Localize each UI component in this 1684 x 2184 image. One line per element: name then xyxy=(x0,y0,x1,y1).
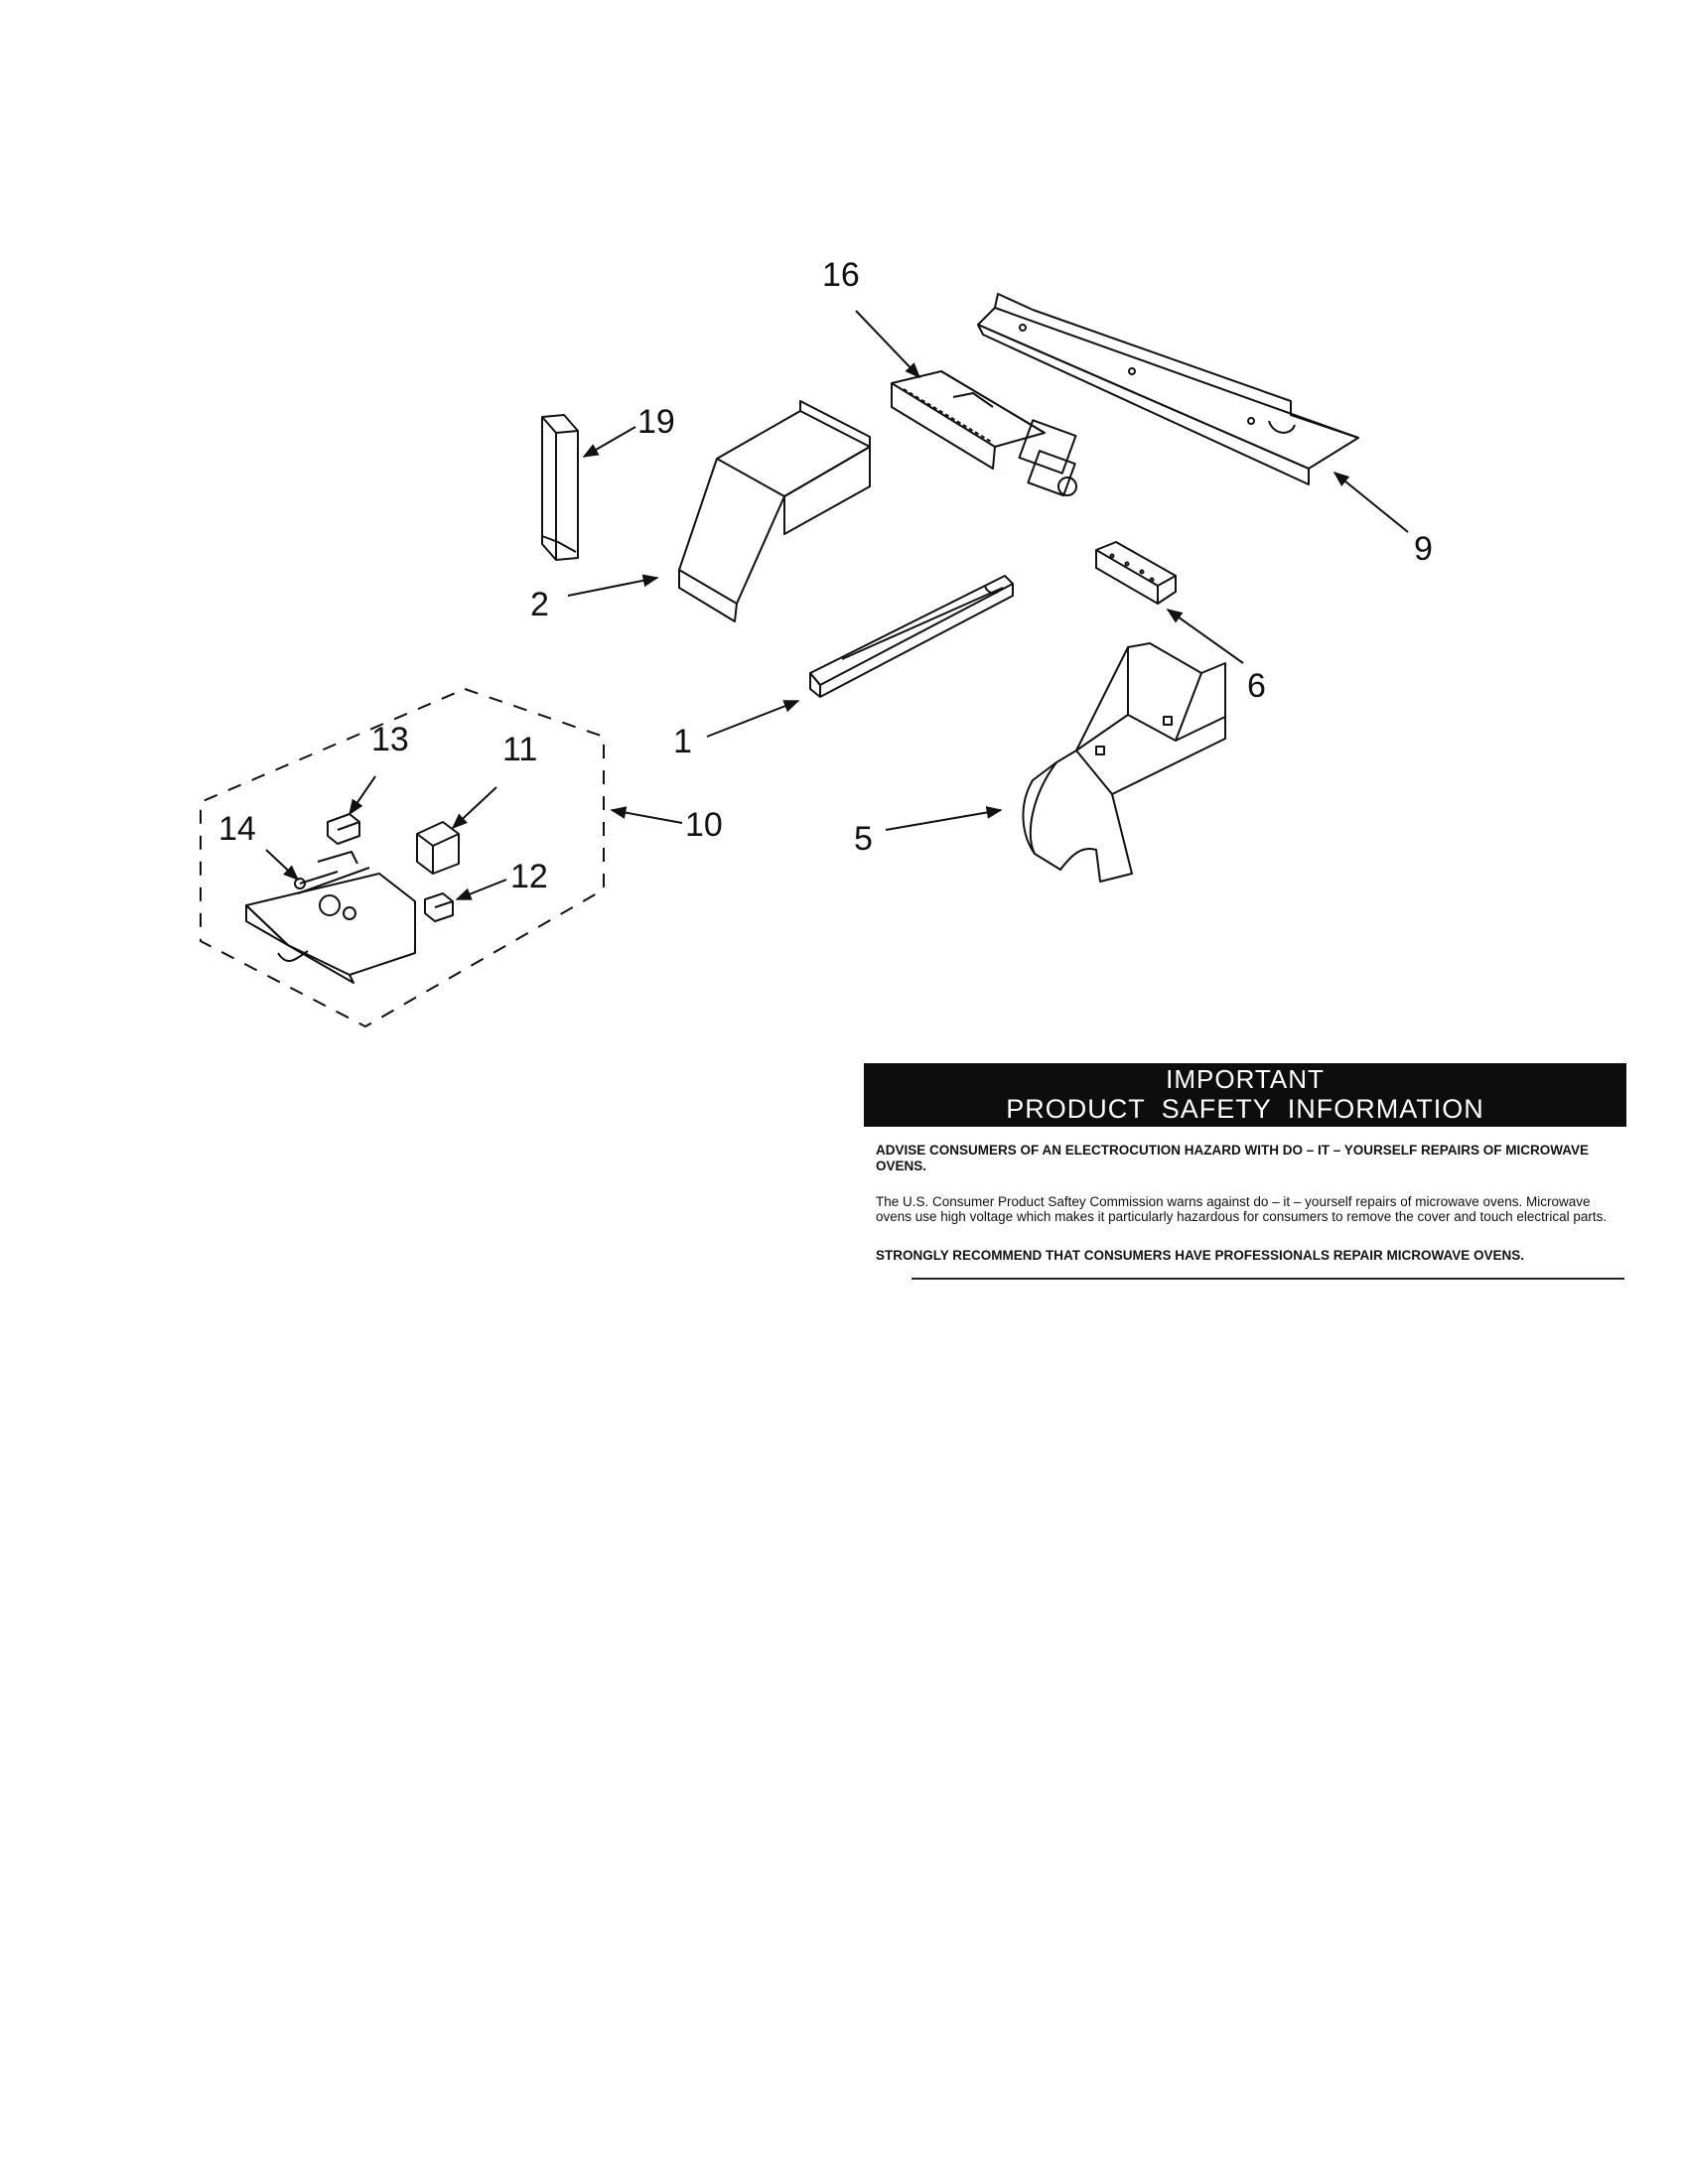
part-12-switch xyxy=(424,892,454,922)
callout-14: 14 xyxy=(218,810,256,848)
safety-recommend-text: STRONGLY RECOMMEND THAT CONSUMERS HAVE P… xyxy=(876,1248,1525,1263)
safety-advise-text: ADVISE CONSUMERS OF AN ELECTROCUTION HAZ… xyxy=(876,1143,1590,1173)
part-10-latch-assembly xyxy=(245,851,416,984)
part-19-vertical-trim xyxy=(541,414,579,561)
safety-heading-important: IMPORTANT xyxy=(1166,1064,1325,1094)
safety-body-text: The U.S. Consumer Product Saftey Commiss… xyxy=(876,1194,1608,1224)
callout-10: 10 xyxy=(685,806,723,844)
safety-heading-bar: IMPORTANT PRODUCT SAFETY INFORMATION xyxy=(864,1063,1626,1127)
callout-13: 13 xyxy=(371,721,409,758)
callout-leaders xyxy=(265,310,1409,900)
callout-16: 16 xyxy=(822,256,860,294)
part-2-air-duct xyxy=(678,400,871,622)
parts-exploded-diagram: 16 19 2 9 6 1 5 13 11 10 14 12 xyxy=(200,256,1433,1027)
callout-9: 9 xyxy=(1414,530,1433,568)
part-14-bracket xyxy=(294,871,339,889)
callout-19: 19 xyxy=(637,403,675,441)
part-9-top-vent-channel xyxy=(977,293,1359,485)
callout-2: 2 xyxy=(530,586,549,623)
safety-divider xyxy=(912,1278,1624,1280)
part-16-control-assembly xyxy=(891,370,1077,497)
callout-6: 6 xyxy=(1247,667,1266,705)
part-1-flat-channel xyxy=(809,575,1014,698)
part-11-switch xyxy=(416,821,460,875)
callout-5: 5 xyxy=(854,820,873,858)
callout-1: 1 xyxy=(673,723,692,760)
part-13-switch xyxy=(327,813,360,845)
callout-12: 12 xyxy=(510,858,548,895)
assembly-10-dashed-outline xyxy=(200,688,605,1027)
callout-11: 11 xyxy=(502,731,537,768)
safety-heading-title: PRODUCT SAFETY INFORMATION xyxy=(1006,1094,1484,1124)
product-safety-notice: IMPORTANT PRODUCT SAFETY INFORMATION ADV… xyxy=(864,1063,1626,1280)
part-6-foam-block xyxy=(1095,541,1177,605)
part-5-shroud xyxy=(1022,642,1226,883)
